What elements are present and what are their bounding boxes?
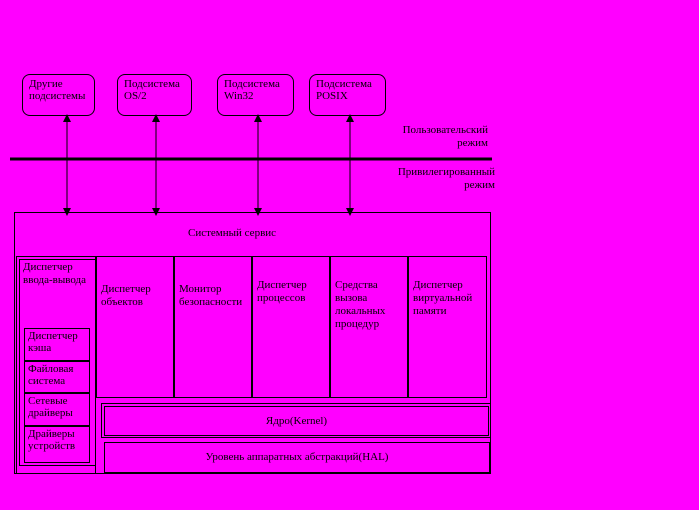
subsystem-posix-label: Подсистема POSIX [316,78,372,102]
user-mode-label: Пользовательский режим [402,124,488,149]
io-stack-network-drivers: Сетевые драйверы [24,393,90,426]
subsystem-other: Другие подсистемы [22,74,95,116]
kernel-label: Ядро(Kernel) [265,415,328,427]
hal-box: Уровень аппаратных абстракций(HAL) [104,442,490,473]
io-stack-device-drivers: Драйверы устройств [24,426,90,463]
io-stack-file-system: Файловая система [24,361,90,393]
kernel-inner-box: Ядро(Kernel) [104,406,489,436]
process-manager: Диспетчер процессов [252,256,330,398]
subsystem-win32-label: Подсистема Win32 [224,78,280,102]
executive-box [14,212,491,474]
security-monitor: Монитор безопасности [174,256,252,398]
io-stack-cache-manager: Диспетчер кэша [24,328,90,361]
hal-label: Уровень аппаратных абстракций(HAL) [205,451,389,463]
executive-title: Системный сервис [188,227,277,239]
subsystem-os2-label: Подсистема OS/2 [124,78,180,102]
io-manager-inner-box [19,259,96,466]
virtual-memory-manager: Диспетчер виртуальной памяти [408,256,487,398]
subsystem-os2: Подсистема OS/2 [117,74,192,116]
io-manager-label: Диспетчер ввода-вывода [23,261,87,286]
subsystem-other-label: Другие подсистемы [29,78,86,102]
subsystem-win32: Подсистема Win32 [217,74,294,116]
kernel-mode-label: Привилегированный режим [397,166,495,191]
lpc-facility: Средства вызова локальных процедур [330,256,408,398]
kernel-box [101,403,491,438]
subsystem-posix: Подсистема POSIX [309,74,386,116]
object-manager: Диспетчер объектов [96,256,174,398]
